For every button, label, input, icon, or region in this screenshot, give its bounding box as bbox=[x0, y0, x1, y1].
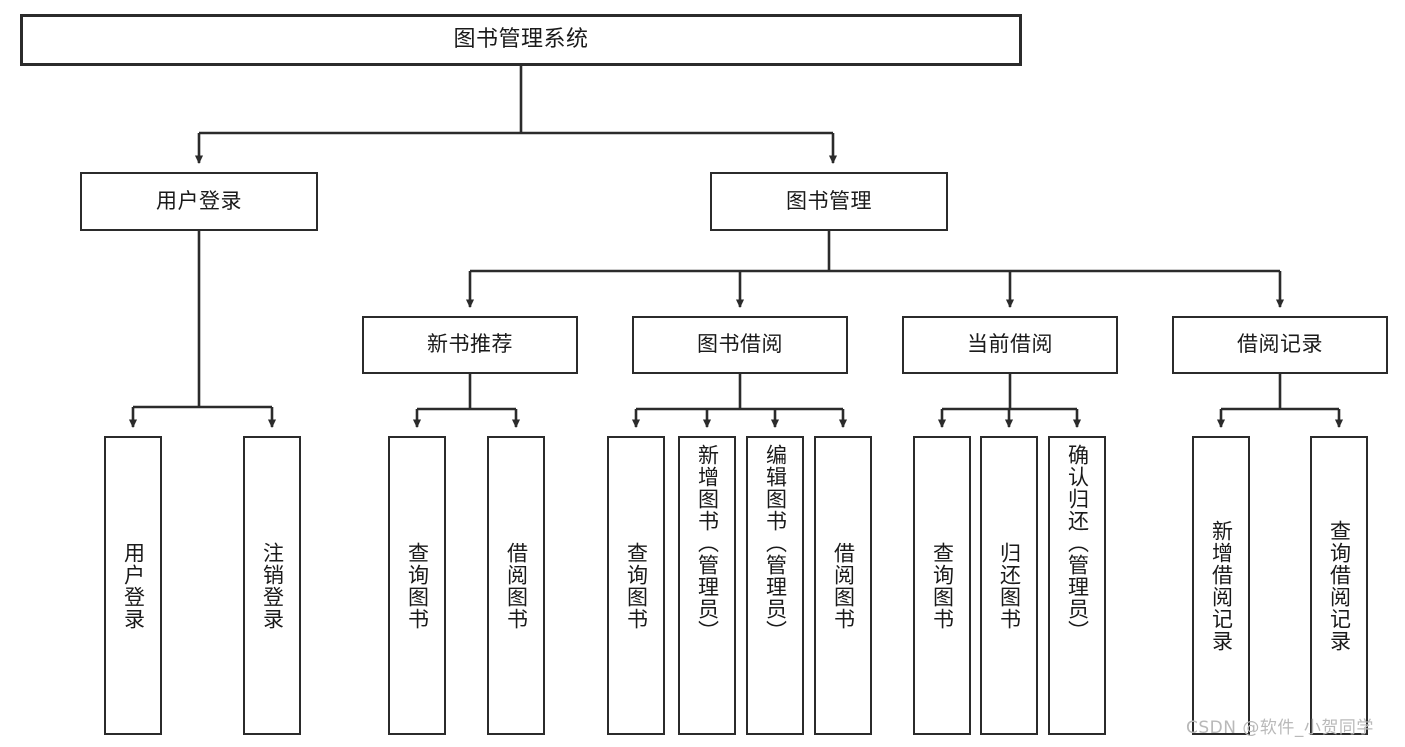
node-label: 用户登录 bbox=[121, 541, 146, 630]
node-book-borrow[interactable]: 图书借阅 bbox=[632, 316, 848, 374]
node-leaf-borrow-book[interactable]: 借阅图书 bbox=[814, 436, 872, 735]
node-label: 用户登录 bbox=[156, 188, 242, 213]
node-leaf-confirm-return-admin[interactable]: 确认归还（管理员） bbox=[1048, 436, 1106, 735]
node-label: 借阅记录 bbox=[1237, 332, 1323, 357]
node-leaf-add-borrow-record[interactable]: 新增借阅记录 bbox=[1192, 436, 1250, 735]
node-leaf-query-borrow-record[interactable]: 查询借阅记录 bbox=[1310, 436, 1368, 735]
node-label: 图书管理 bbox=[786, 188, 872, 213]
node-leaf-query-book-recommend[interactable]: 查询图书 bbox=[388, 436, 446, 735]
node-book-management[interactable]: 图书管理 bbox=[710, 172, 948, 231]
node-label: 注销登录 bbox=[260, 541, 285, 630]
node-leaf-user-login[interactable]: 用户登录 bbox=[104, 436, 162, 735]
node-label: 查询图书 bbox=[405, 541, 430, 630]
node-label: 新增图书（管理员） bbox=[695, 444, 720, 642]
node-label: 借阅图书 bbox=[504, 541, 529, 630]
node-new-book-recommend[interactable]: 新书推荐 bbox=[362, 316, 578, 374]
node-leaf-query-book-current[interactable]: 查询图书 bbox=[913, 436, 971, 735]
node-leaf-user-logout[interactable]: 注销登录 bbox=[243, 436, 301, 735]
node-label: 图书管理系统 bbox=[453, 26, 589, 52]
node-label: 归还图书 bbox=[997, 541, 1022, 630]
node-leaf-edit-book-admin[interactable]: 编辑图书（管理员） bbox=[746, 436, 804, 735]
node-label: 新书推荐 bbox=[427, 332, 513, 357]
node-root-system[interactable]: 图书管理系统 bbox=[20, 14, 1022, 66]
node-user-login[interactable]: 用户登录 bbox=[80, 172, 318, 231]
node-label: 借阅图书 bbox=[831, 541, 856, 630]
node-leaf-query-book-borrow[interactable]: 查询图书 bbox=[607, 436, 665, 735]
node-label: 图书借阅 bbox=[697, 332, 783, 357]
node-label: 编辑图书（管理员） bbox=[763, 444, 788, 642]
node-label: 新增借阅记录 bbox=[1209, 519, 1234, 652]
node-borrow-record[interactable]: 借阅记录 bbox=[1172, 316, 1388, 374]
node-label: 确认归还（管理员） bbox=[1065, 444, 1090, 642]
watermark-text: CSDN @软件_小贺同学 bbox=[1186, 718, 1374, 738]
node-label: 查询图书 bbox=[624, 541, 649, 630]
node-leaf-return-book[interactable]: 归还图书 bbox=[980, 436, 1038, 735]
node-current-borrow[interactable]: 当前借阅 bbox=[902, 316, 1118, 374]
node-label: 当前借阅 bbox=[967, 332, 1053, 357]
node-leaf-add-book-admin[interactable]: 新增图书（管理员） bbox=[678, 436, 736, 735]
node-label: 查询图书 bbox=[930, 541, 955, 630]
node-label: 查询借阅记录 bbox=[1327, 519, 1352, 652]
node-leaf-borrow-book-recommend[interactable]: 借阅图书 bbox=[487, 436, 545, 735]
